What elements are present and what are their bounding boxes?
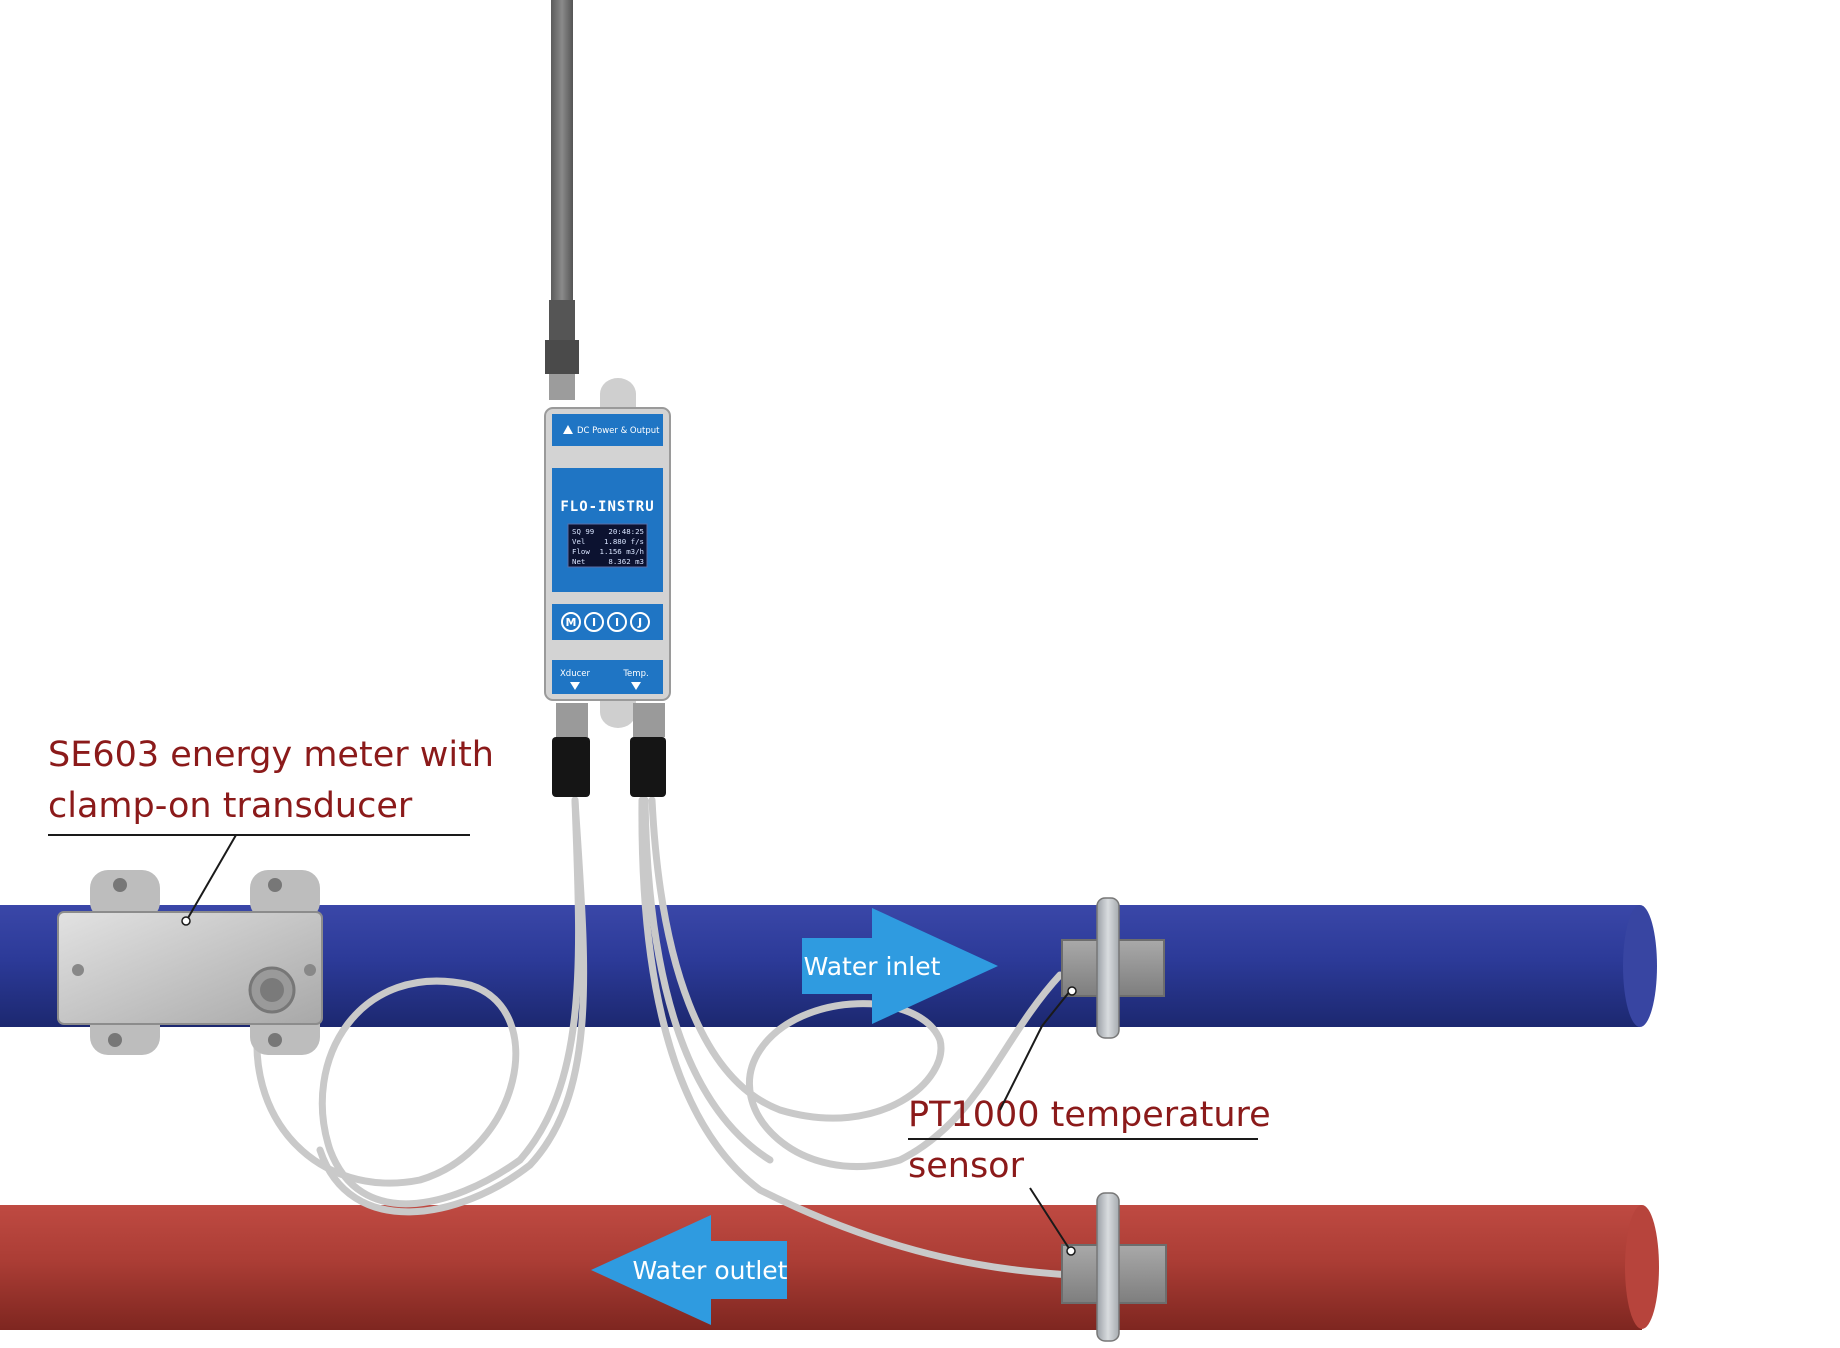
- screen-row-2-right: 1.156 m3/h: [600, 547, 645, 556]
- sensor-cables: [253, 796, 1074, 1279]
- down-triangle-icon: [570, 682, 580, 690]
- down-button-label: I: [615, 616, 619, 629]
- meter-brand: FLO-INSTRU: [560, 499, 654, 515]
- screen-row-3-right: 8.362 m3: [608, 557, 644, 566]
- enter-button-label: J: [637, 616, 642, 629]
- meter-top-label: DC Power & Output: [577, 426, 660, 436]
- down-triangle-icon: [631, 682, 641, 690]
- meter-callout-line-1: SE603 energy meter with: [48, 735, 494, 775]
- energy-meter: DC Power & Output FLO-INSTRU SQ 99 20:48…: [544, 378, 671, 728]
- outlet-pipe: [0, 1205, 1659, 1330]
- menu-button[interactable]: [561, 612, 581, 632]
- port-label-xducer: Xducer: [560, 669, 591, 679]
- sensor-callout-line-2: sensor: [908, 1146, 1025, 1186]
- meter-callout: SE603 energy meter with clamp-on transdu…: [48, 735, 494, 926]
- screen-row-3-left: Net: [572, 557, 585, 566]
- up-button-label: I: [592, 616, 596, 629]
- down-button[interactable]: [607, 612, 627, 632]
- inlet-flow-arrow: Water inlet: [802, 908, 998, 1024]
- inlet-label: Water inlet: [804, 952, 941, 981]
- meter-cable-connectors: [552, 703, 666, 797]
- power-cable: [545, 0, 579, 400]
- warning-triangle-icon: [563, 425, 573, 434]
- enter-button[interactable]: [630, 612, 650, 632]
- meter-screen: SQ 99 20:48:25 Vel 1.880 f/s Flow 1.156 …: [572, 527, 644, 566]
- outlet-flow-arrow: Water outlet: [591, 1215, 788, 1325]
- clamp-on-transducer: [57, 870, 323, 1055]
- meter-buttons: M I I J: [561, 612, 650, 632]
- sensor-callout: PT1000 temperature sensor: [908, 986, 1271, 1256]
- up-button[interactable]: [584, 612, 604, 632]
- meter-callout-line-2: clamp-on transducer: [48, 786, 413, 826]
- screen-row-2-left: Flow: [572, 547, 590, 556]
- pt1000-sensor-inlet: [1061, 897, 1165, 1039]
- port-label-temp: Temp.: [622, 669, 648, 679]
- sensor-callout-line-1: PT1000 temperature: [908, 1095, 1271, 1135]
- outlet-label: Water outlet: [633, 1256, 788, 1285]
- screen-row-1-right: 1.880 f/s: [604, 537, 644, 546]
- screen-row-1-left: Vel: [572, 537, 585, 546]
- menu-button-label: M: [566, 616, 577, 629]
- pt1000-sensor-outlet: [1061, 1192, 1167, 1342]
- screen-row-0-left: SQ 99: [572, 527, 594, 536]
- screen-row-0-right: 20:48:25: [608, 527, 644, 536]
